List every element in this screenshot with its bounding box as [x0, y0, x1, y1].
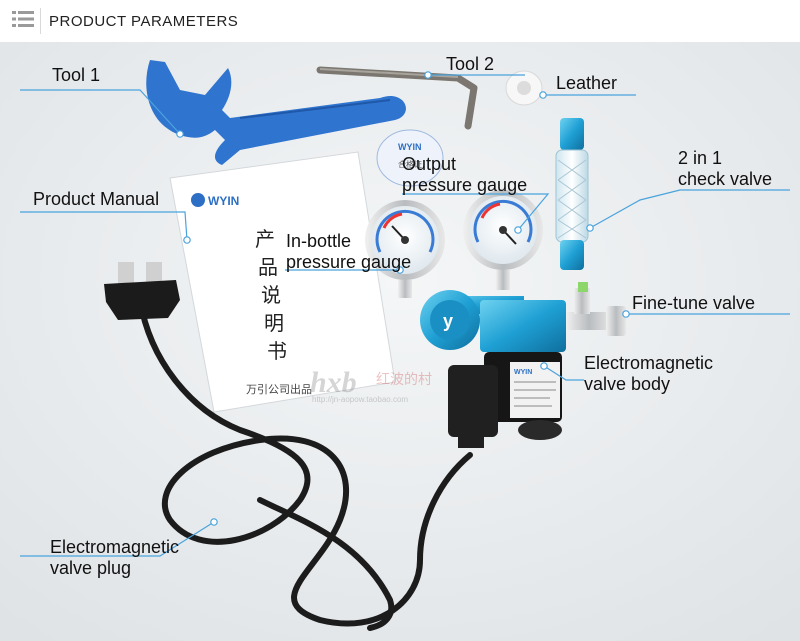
label-product-manual: Product Manual: [33, 189, 160, 209]
label-electromagnetic-valve-body: Electromagnetic valve body: [584, 353, 714, 394]
label-leather: Leather: [556, 73, 618, 93]
svg-text:WYIN: WYIN: [398, 142, 422, 152]
svg-text:hxb: hxb: [310, 366, 357, 399]
list-icon: [12, 11, 34, 27]
leader-em-valve-plug: [20, 521, 215, 557]
manual-brand-logo: WYIN: [191, 193, 239, 208]
label-fine-tune-valve: Fine-tune valve: [632, 293, 756, 313]
svg-text:http://jn-aopow.taobao.com: http://jn-aopow.taobao.com: [312, 395, 408, 404]
leader-tool-1: [20, 89, 181, 135]
label-tool-1: Tool 1: [52, 65, 101, 85]
header-divider: [40, 8, 41, 34]
svg-text:y: y: [443, 311, 453, 331]
svg-text:红波的村: 红波的村: [376, 372, 432, 388]
label-check-valve: 2 in 1 check valve: [678, 148, 773, 189]
product-photo: WYIN 产 品 说 明 书 万引公司出品: [0, 42, 800, 641]
fine-tune-valve: [566, 282, 626, 336]
page-title: PRODUCT PARAMETERS: [49, 13, 239, 30]
regulator-body: y: [420, 290, 566, 352]
electromagnetic-valve-body: WYIN: [448, 352, 562, 448]
power-plug: [104, 262, 180, 320]
svg-text:产: 产: [255, 227, 275, 251]
leader-product-manual: [20, 211, 188, 241]
svg-text:说: 说: [261, 283, 281, 307]
svg-text:合格证: 合格证: [398, 159, 422, 169]
callout-leaders: [20, 71, 790, 557]
product-manual: WYIN 产 品 说 明 书 万引公司出品: [169, 151, 396, 413]
svg-text:WYIN: WYIN: [208, 194, 239, 208]
label-output-pressure-gauge: Output pressure gauge: [402, 154, 528, 195]
watermark: hxb 红波的村 http://jn-aopow.taobao.com: [310, 366, 432, 404]
leader-em-valve-body: [543, 365, 584, 381]
output-pressure-gauge: [463, 190, 543, 290]
leader-check-valve: [589, 189, 790, 229]
svg-text:书: 书: [267, 339, 287, 363]
manual-footer: 万引公司出品: [246, 382, 312, 396]
in-bottle-pressure-gauge: [365, 200, 445, 298]
manual-title: 产 品 说 明 书: [255, 227, 287, 363]
leather-washer: [505, 70, 543, 106]
section-header: PRODUCT PARAMETERS: [0, 0, 800, 42]
label-tool-2: Tool 2: [446, 54, 495, 74]
svg-text:明: 明: [264, 311, 284, 335]
check-valve: [555, 118, 589, 270]
svg-text:WYIN: WYIN: [514, 369, 532, 376]
label-electromagnetic-valve-plug: Electromagnetic valve plug: [50, 537, 180, 578]
hex-key-tool-2: [316, 66, 478, 130]
svg-text:品: 品: [258, 255, 278, 279]
power-cable: [137, 297, 473, 631]
label-inbottle-pressure-gauge: In-bottle pressure gauge: [286, 231, 412, 272]
certificate-tag: WYIN 合格证: [376, 129, 444, 187]
wrench-tool-1: [146, 60, 406, 165]
leader-output-gauge: [402, 193, 550, 231]
